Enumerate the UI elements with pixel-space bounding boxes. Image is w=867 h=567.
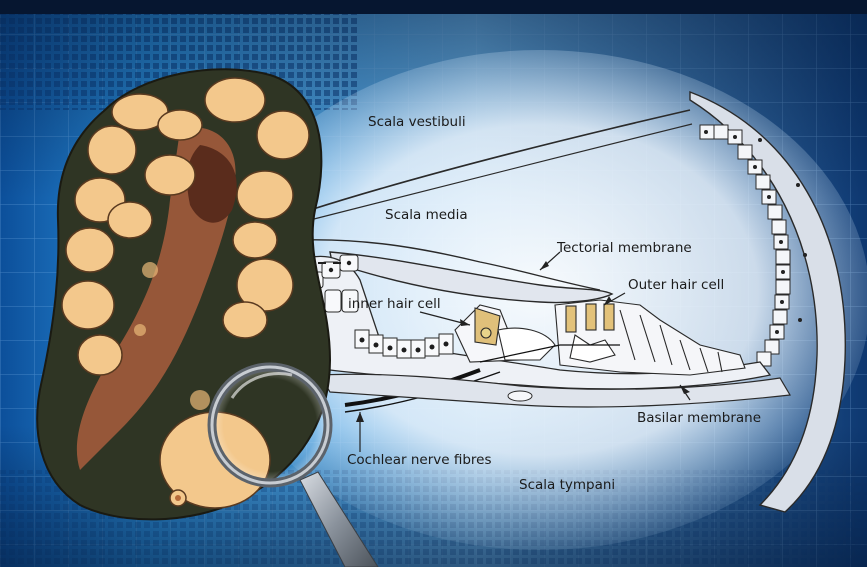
label-outer-hair-cell: Outer hair cell <box>628 277 724 293</box>
label-scala-vestibuli: Scala vestibuli <box>368 114 466 130</box>
label-inner-hair-cell: inner hair cell <box>348 296 441 312</box>
label-basilar-membrane: Basilar membrane <box>637 410 761 426</box>
label-cochlear-nerve-fibres: Cochlear nerve fibres <box>347 452 492 468</box>
label-scala-tympani: Scala tympani <box>519 477 615 493</box>
label-scala-media: Scala media <box>385 207 468 223</box>
label-tectorial-membrane: Tectorial membrane <box>557 240 692 256</box>
